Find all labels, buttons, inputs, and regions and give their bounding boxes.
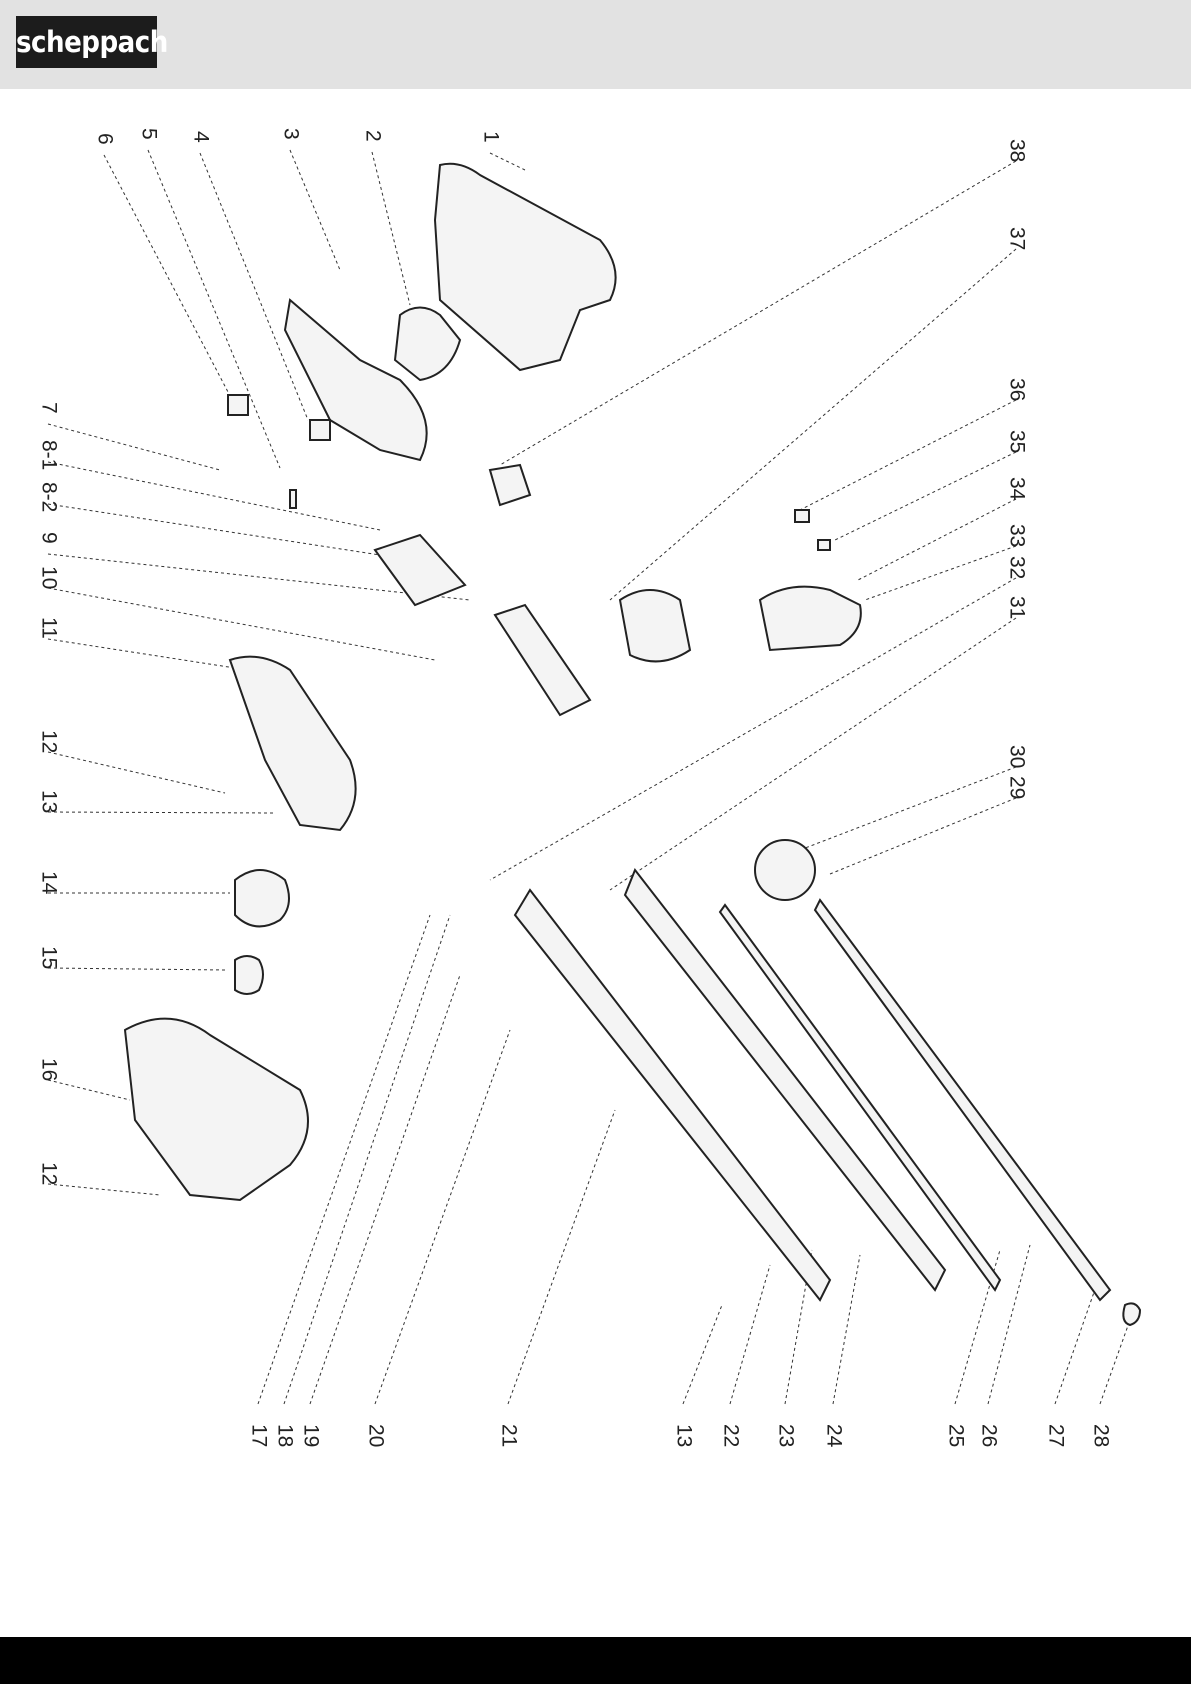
- callout-bottom-13: 13: [672, 1424, 695, 1447]
- terminal-block-part: [490, 465, 530, 505]
- leader-line: [48, 639, 235, 668]
- callout-left-1: 1: [479, 131, 502, 143]
- callout-bottom-23: 23: [774, 1424, 797, 1447]
- leader-line: [1100, 1320, 1130, 1404]
- callout-left-11: 11: [37, 617, 60, 639]
- leader-line: [48, 588, 435, 660]
- carbon-brush-part: [818, 540, 830, 550]
- callout-bottom-20: 20: [364, 1424, 387, 1447]
- leader-line: [48, 462, 380, 530]
- leader-line: [865, 546, 1016, 600]
- housing-cover-part: [125, 1019, 308, 1200]
- callout-right-38: 38: [1005, 139, 1028, 162]
- leader-line: [375, 1030, 510, 1404]
- gear-ring-part: [395, 308, 460, 381]
- leader-line: [800, 767, 1016, 850]
- leader-line: [490, 578, 1016, 880]
- leader-line: [372, 152, 410, 305]
- fan-shroud-part: [620, 590, 690, 661]
- leader-line: [683, 1305, 722, 1404]
- leader-line: [148, 150, 280, 468]
- callout-right-29: 29: [1005, 776, 1028, 799]
- leader-line: [610, 249, 1016, 600]
- callout-right-36: 36: [1005, 378, 1028, 401]
- callout-left-12: 12: [37, 1162, 60, 1185]
- callout-left-16: 16: [37, 1058, 60, 1081]
- callout-left-8-1: 8-1: [37, 440, 60, 470]
- brand-logo: scheppach: [16, 16, 157, 68]
- leader-line: [48, 1080, 130, 1100]
- leader-line: [310, 975, 460, 1404]
- callout-bottom-19: 19: [299, 1424, 322, 1447]
- callout-left-7: 7: [37, 402, 60, 414]
- callout-right-33: 33: [1005, 524, 1028, 547]
- leader-line: [508, 1110, 615, 1404]
- leader-line: [1055, 1275, 1100, 1404]
- callout-left-2: 2: [361, 130, 384, 142]
- callout-bottom-25: 25: [944, 1424, 967, 1447]
- callout-right-35: 35: [1005, 430, 1028, 453]
- handle-cover-part: [230, 657, 356, 830]
- leader-line: [48, 424, 220, 470]
- leader-line: [48, 968, 225, 970]
- callout-left-14: 14: [37, 871, 60, 895]
- callout-right-34: 34: [1005, 477, 1028, 501]
- leader-line: [48, 752, 225, 793]
- main-gear-part: [755, 840, 815, 900]
- spring-part: [235, 956, 263, 994]
- leader-line: [48, 504, 380, 555]
- end-cap-part: [1123, 1303, 1140, 1325]
- leader-line: [284, 915, 450, 1404]
- clip-part: [228, 395, 248, 415]
- callout-bottom-27: 27: [1044, 1424, 1067, 1447]
- callout-left-4: 4: [189, 131, 212, 143]
- page-footer: [0, 1637, 1191, 1684]
- switch-box-part: [375, 535, 465, 605]
- callout-left-15: 15: [37, 946, 60, 969]
- callout-left-8-2: 8-2: [37, 482, 60, 512]
- callout-bottom-17: 17: [247, 1424, 270, 1447]
- handle-gear-ring-part: [235, 870, 289, 926]
- callout-right-31: 31: [1005, 596, 1028, 619]
- leader-line: [830, 798, 1016, 874]
- armature-part: [760, 587, 861, 650]
- leader-line: [730, 1265, 770, 1404]
- callout-left-6: 6: [93, 133, 116, 145]
- callout-bottom-21: 21: [497, 1424, 520, 1447]
- page-header: scheppach: [0, 0, 1191, 89]
- housing-half-part: [435, 164, 616, 370]
- leader-line: [290, 150, 340, 270]
- leader-line: [833, 1255, 860, 1404]
- leader-line: [104, 155, 228, 392]
- leader-line: [835, 452, 1016, 540]
- leader-line: [48, 1184, 160, 1195]
- callout-right-32: 32: [1005, 556, 1028, 579]
- brush-holder-part: [795, 510, 809, 522]
- callout-left-3: 3: [279, 128, 302, 140]
- leader-line: [490, 153, 525, 170]
- switch-part: [310, 420, 330, 440]
- callout-bottom-22: 22: [719, 1424, 742, 1447]
- leader-line: [800, 400, 1016, 510]
- leader-line: [858, 499, 1016, 580]
- callout-left-10: 10: [37, 566, 60, 589]
- callout-left-12: 12: [37, 730, 60, 753]
- leader-line: [200, 153, 308, 420]
- motor-bracket-part: [495, 605, 590, 715]
- callout-bottom-24: 24: [822, 1424, 845, 1448]
- callout-bottom-28: 28: [1089, 1424, 1112, 1447]
- callout-bottom-18: 18: [273, 1424, 296, 1447]
- callout-left-13: 13: [37, 790, 60, 813]
- callout-right-37: 37: [1005, 227, 1028, 250]
- callout-left-5: 5: [137, 128, 160, 140]
- callout-right-30: 30: [1005, 745, 1028, 768]
- pin-part: [290, 490, 296, 508]
- callout-left-9: 9: [37, 532, 60, 544]
- callout-bottom-26: 26: [977, 1424, 1000, 1447]
- leader-line: [48, 812, 275, 813]
